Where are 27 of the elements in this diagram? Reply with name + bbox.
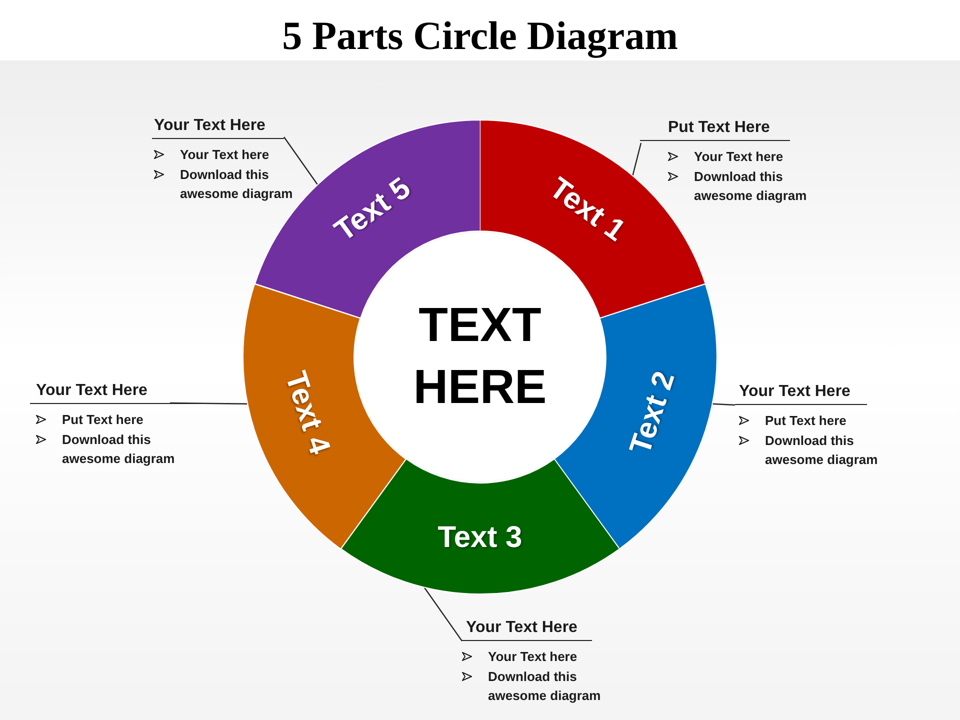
bullet-text: Your Text here (180, 146, 270, 164)
bullet-text: Download this awesome diagram (765, 432, 879, 469)
callout-heading: Put Text Here (640, 118, 790, 141)
segment-label: Text 1 (544, 173, 630, 248)
leader-line (712, 403, 736, 406)
bullet-text: Download this awesome diagram (694, 168, 808, 205)
leader-line (170, 402, 248, 404)
callout-heading: Your Text Here (30, 381, 230, 404)
bullet-text: Your Text here (694, 148, 784, 166)
leader-line (284, 136, 318, 185)
bullet-text: Download this awesome diagram (180, 166, 294, 203)
segment-label: Text 3 (438, 523, 522, 554)
title: 5 Parts Circle Diagram (281, 12, 679, 60)
segment-label: Text 5 (330, 173, 416, 248)
bullet-text: Your Text here (488, 648, 578, 666)
segment-label: Text 2 (625, 368, 680, 458)
bullet-text: Download this awesome diagram (488, 668, 602, 705)
callout-heading: Your Text Here (462, 618, 592, 641)
center-text: TEXT HERE (412, 298, 548, 416)
segment-label: Text 4 (280, 368, 335, 458)
leader-line (424, 587, 462, 642)
bullet-text: Put Text here (765, 412, 848, 430)
leader-line (632, 142, 642, 176)
bullet-text: Put Text here (62, 411, 144, 429)
callout-heading: Your Text Here (735, 382, 867, 405)
bullet-text: Download this awesome diagram (62, 431, 176, 468)
callout-heading: Your Text Here (152, 116, 284, 139)
